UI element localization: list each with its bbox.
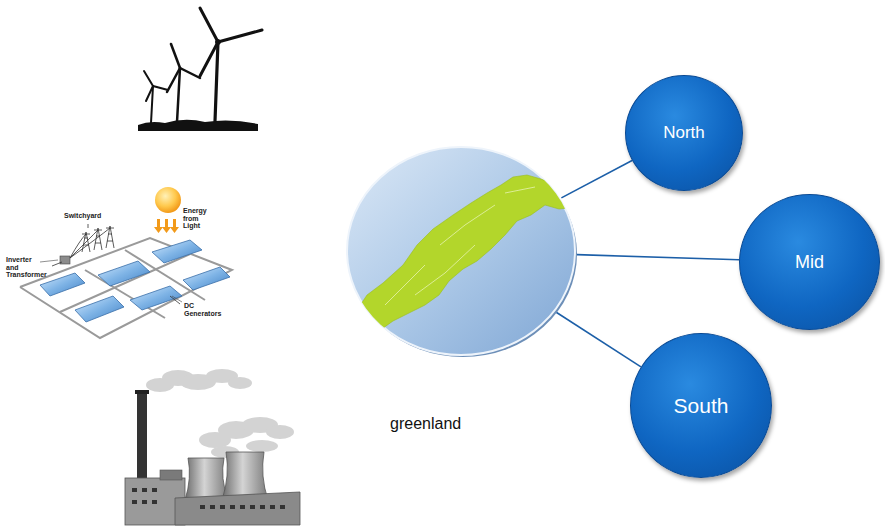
connector-line xyxy=(556,312,641,367)
wind-turbines-part xyxy=(144,71,153,86)
power-plant xyxy=(125,369,300,525)
power-plant-part-part xyxy=(132,488,137,492)
wind-turbines-part xyxy=(138,120,258,131)
connector-line xyxy=(561,160,632,197)
wind-turbines-part xyxy=(218,30,262,42)
solar-farm-part-part xyxy=(130,286,182,310)
solar-farm-part-part xyxy=(88,224,89,228)
power-plant-part xyxy=(175,492,300,525)
power-plant-part xyxy=(146,369,294,458)
power-plant-part-part xyxy=(142,500,147,504)
power-plant-part xyxy=(160,470,182,480)
solar-farm-part-part xyxy=(106,226,114,248)
wind-turbines-part xyxy=(200,8,218,42)
power-plant-part-part xyxy=(246,440,278,452)
power-plant-part xyxy=(137,392,147,487)
solar-farm-part xyxy=(155,187,181,213)
map-disc xyxy=(345,145,577,357)
power-plant-part-part xyxy=(200,505,205,509)
solar-farm-part xyxy=(40,240,230,322)
power-plant-part-part xyxy=(228,377,252,389)
solar-farm-part-part xyxy=(75,296,124,322)
solar-farm-part xyxy=(52,224,180,304)
power-plant-part-part xyxy=(266,425,294,439)
part-label: DC Generators xyxy=(184,302,224,317)
wind-turbines-part xyxy=(177,68,180,122)
map-node: greenland xyxy=(345,145,577,357)
connector-line xyxy=(577,255,739,260)
region-label: North xyxy=(663,123,705,143)
leader-lines xyxy=(40,260,182,302)
leader-lines-part xyxy=(172,296,182,302)
power-plant-part-part xyxy=(280,505,285,509)
power-plant-part-part xyxy=(240,505,245,509)
land-mass xyxy=(355,175,577,335)
wind-turbines-part xyxy=(167,68,180,92)
solar-farm-part xyxy=(154,219,179,233)
part-label: Energy from Light xyxy=(183,207,217,230)
region-circle: North xyxy=(625,75,743,191)
wind-turbines-part xyxy=(146,86,153,101)
region-label: South xyxy=(674,394,729,418)
part-label: Inverter and Transformer xyxy=(6,256,40,279)
solar-farm-part-part xyxy=(152,240,202,263)
region-circle: South xyxy=(630,333,772,478)
power-plant-part xyxy=(185,458,228,500)
connector-line xyxy=(561,160,632,197)
connector-line xyxy=(577,255,739,260)
wind-turbines-part xyxy=(216,40,221,45)
power-plant-part-part xyxy=(230,505,235,509)
part-label: Switchyard xyxy=(64,212,124,220)
wind-turbines-part xyxy=(171,44,180,68)
power-plant-part xyxy=(222,452,268,500)
power-plant-part-part xyxy=(210,505,215,509)
wind-turbines-part xyxy=(200,42,218,76)
solar-farm-part-part xyxy=(20,238,232,338)
solar-farm-part xyxy=(20,238,232,338)
solar-farm-part-part xyxy=(98,261,150,286)
wind-turbines-part xyxy=(215,42,218,121)
power-plant-part-part xyxy=(260,505,265,509)
power-plant-part-part xyxy=(250,505,255,509)
power-plant-part-part xyxy=(152,488,157,492)
connector-line xyxy=(556,312,641,367)
map-caption: greenland xyxy=(390,415,461,433)
power-plant-part-part xyxy=(142,488,147,492)
solar-farm-part-part xyxy=(170,219,179,233)
solar-farm-part-part xyxy=(52,262,62,266)
solar-farm xyxy=(20,187,232,338)
leader-lines-part xyxy=(40,260,58,262)
map-disc-part xyxy=(355,175,577,335)
wind-turbines-part xyxy=(153,86,168,90)
solar-farm-part-part xyxy=(40,273,85,296)
solar-farm-part-part xyxy=(183,267,230,290)
power-plant-part-part xyxy=(132,500,137,504)
solar-farm-part-part xyxy=(70,228,110,258)
solar-farm-part-part xyxy=(154,219,163,233)
region-label: Mid xyxy=(795,252,824,273)
land-relief xyxy=(385,187,535,305)
wind-turbines xyxy=(138,8,262,131)
solar-farm-part-part xyxy=(162,219,171,233)
solar-farm-part xyxy=(60,256,70,264)
wind-turbines-part xyxy=(180,68,200,78)
region-circle: Mid xyxy=(739,194,880,330)
power-plant-part-part xyxy=(220,505,225,509)
power-plant-part-part xyxy=(152,500,157,504)
power-plant-part-part xyxy=(270,505,275,509)
power-plant-part xyxy=(135,390,149,394)
power-plant-part xyxy=(132,488,285,509)
